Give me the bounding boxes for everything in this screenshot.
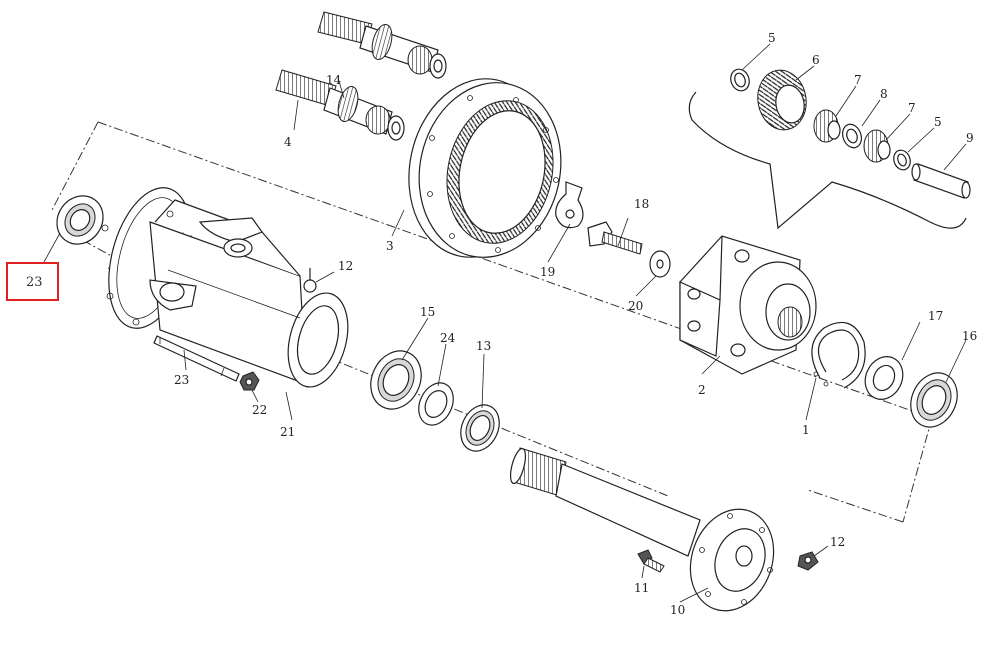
label-22: 22: [252, 403, 267, 417]
label-23: 23: [174, 373, 189, 387]
part-5-washer-right: [893, 149, 911, 171]
part-17-spacer: [864, 356, 904, 400]
detail-callout: [688, 91, 967, 230]
part-25-seal: [56, 195, 104, 245]
part-11-bolt: [637, 549, 665, 573]
part-18-bolt: [587, 221, 643, 255]
part-5-washer-left: [730, 68, 750, 92]
label-25: 23: [26, 275, 43, 290]
label-3: 3: [386, 239, 394, 253]
part-19-lock-plate: [555, 181, 584, 229]
label-21: 21: [280, 425, 295, 439]
part-12-grease-fitting-lower: [797, 551, 819, 571]
highlight-box-25: [6, 262, 59, 301]
leader-lines: [43, 43, 967, 603]
part-9-pin: [911, 163, 971, 199]
part-6-planet-gear: [757, 69, 807, 131]
part-23-stud: [153, 335, 240, 382]
label-13: 13: [476, 339, 491, 353]
part-24-washer: [418, 382, 454, 426]
label-7b: 7: [908, 101, 916, 115]
label-15: 15: [420, 305, 435, 319]
part-16-bearing: [910, 372, 958, 428]
label-17: 17: [928, 309, 943, 323]
label-18: 18: [634, 197, 649, 211]
part-labels: 23 12 23 22 21 14 4 3 19 18 20 2 1 17 16…: [26, 31, 977, 617]
label-19: 19: [540, 265, 555, 279]
part-13-bearing: [460, 404, 500, 452]
label-2: 2: [698, 383, 706, 397]
label-7a: 7: [854, 73, 862, 87]
label-5a: 5: [768, 31, 776, 45]
part-15-bearing: [370, 350, 422, 410]
part-20-washer: [649, 250, 671, 278]
part-2-planet-carrier: [679, 235, 817, 375]
label-11: 11: [634, 581, 649, 595]
part-3-ring-gear: [408, 78, 562, 258]
label-12b: 12: [830, 535, 845, 549]
part-8-spacer: [841, 123, 863, 149]
part-1-snap-ring: [811, 321, 866, 389]
label-4: 4: [284, 135, 292, 149]
label-24: 24: [440, 331, 456, 345]
part-21-axle-housing: [101, 187, 349, 388]
label-12a: 12: [338, 259, 353, 273]
part-14-shaft: [317, 11, 447, 79]
label-14: 14: [326, 73, 342, 87]
part-7-needle-bearing-a: [813, 109, 841, 143]
label-20: 20: [628, 299, 643, 313]
label-8: 8: [880, 87, 888, 101]
label-6: 6: [812, 53, 820, 67]
label-16: 16: [962, 329, 977, 343]
part-4-shaft: [275, 69, 405, 141]
part-22-nut: [239, 371, 260, 391]
label-9: 9: [966, 131, 974, 145]
part-7-needle-bearing-b: [863, 129, 891, 163]
label-1: 1: [802, 423, 810, 437]
part-10-axle-shaft: [509, 447, 775, 612]
label-10: 10: [670, 603, 685, 617]
label-5b: 5: [934, 115, 942, 129]
